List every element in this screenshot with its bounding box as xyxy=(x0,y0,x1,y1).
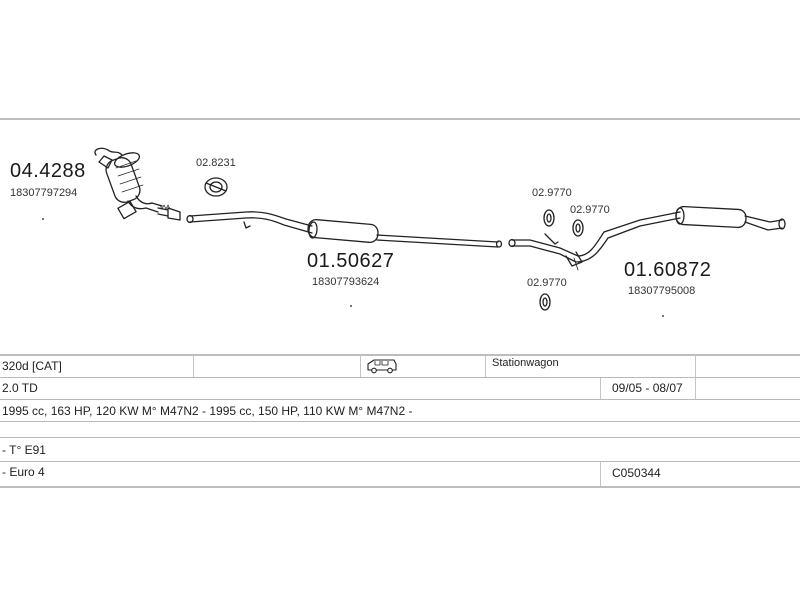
table-col-divider xyxy=(695,378,696,399)
part-number-clamp[interactable]: 02.8231 xyxy=(196,157,236,169)
chassis-type: - T° E91 xyxy=(2,443,46,457)
table-row-divider xyxy=(0,421,800,422)
vehicle-model: 320d [CAT] xyxy=(2,359,62,373)
diagram-top-border xyxy=(0,118,800,120)
leader-dot xyxy=(42,218,44,220)
part-number-hanger-1[interactable]: 02.9770 xyxy=(532,187,572,199)
rear-silencer-drawing xyxy=(508,205,786,271)
table-top-border xyxy=(0,354,800,356)
oem-number-catalyst: 18307797294 xyxy=(10,187,78,199)
table-col-divider xyxy=(485,355,486,377)
table-col-divider xyxy=(600,462,601,486)
part-number-hanger-2[interactable]: 02.9770 xyxy=(570,204,610,216)
body-type: Stationwagon xyxy=(492,357,559,369)
table-col-divider xyxy=(193,355,194,377)
engine-description: 2.0 TD xyxy=(2,381,38,395)
table-row-divider xyxy=(0,461,800,462)
catalytic-converter-drawing xyxy=(94,147,181,221)
table-col-divider xyxy=(695,355,696,377)
part-number-rear-silencer[interactable]: 01.60872 xyxy=(624,259,712,281)
engine-specs: 1995 cc, 163 HP, 120 KW M° M47N2 - 1995 … xyxy=(2,404,413,418)
oem-number-rear-silencer: 18307795008 xyxy=(628,285,696,297)
table-row-divider xyxy=(0,437,800,438)
part-number-hanger-3[interactable]: 02.9770 xyxy=(527,277,567,289)
oem-number-center-silencer: 18307793624 xyxy=(312,276,380,288)
clamp-drawing xyxy=(204,177,228,197)
table-col-divider xyxy=(600,378,601,399)
center-silencer-drawing xyxy=(186,211,503,248)
production-years: 09/05 - 08/07 xyxy=(612,381,683,395)
table-row-divider xyxy=(0,399,800,400)
leader-dot xyxy=(662,315,664,317)
table-col-divider xyxy=(360,355,361,377)
table-row-divider xyxy=(0,377,800,378)
leader-dot xyxy=(350,305,352,307)
van-icon xyxy=(366,358,398,374)
kit-code: C050344 xyxy=(612,466,661,480)
emission-standard: - Euro 4 xyxy=(2,465,45,479)
hanger-drawings xyxy=(539,209,584,311)
table-bottom-border xyxy=(0,486,800,488)
part-number-catalyst[interactable]: 04.4288 xyxy=(10,160,86,182)
part-number-center-silencer[interactable]: 01.50627 xyxy=(307,250,395,272)
